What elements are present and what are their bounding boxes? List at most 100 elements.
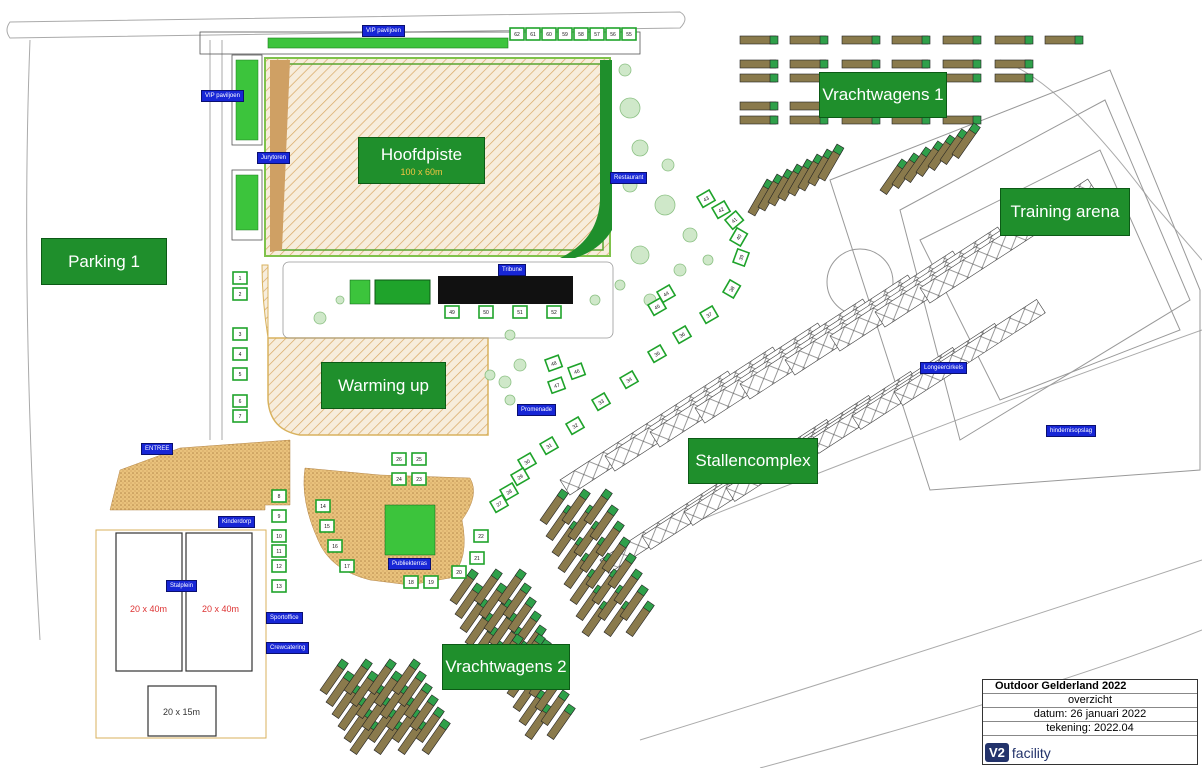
truck: [539, 488, 569, 526]
tree: [313, 311, 327, 325]
tree: [335, 295, 345, 305]
stand-number: 15: [324, 524, 330, 530]
stand-number: 52: [551, 310, 557, 316]
stand-box: 32: [564, 415, 586, 436]
stand-box: 29: [509, 466, 531, 487]
stand-number: 2: [239, 292, 242, 298]
stand-number: 31: [546, 442, 554, 450]
truck: [942, 73, 982, 83]
truck: [994, 73, 1034, 83]
stand-box: 59: [557, 27, 573, 41]
stand-number: 21: [474, 556, 480, 562]
tag-vip-top: VIP paviljoen: [362, 25, 405, 37]
stand-number: 26: [396, 457, 402, 463]
stand-number: 17: [344, 564, 350, 570]
stand-number: 59: [562, 32, 568, 38]
stand-box: 11: [271, 544, 287, 558]
truck: [789, 59, 829, 69]
zone-stallencomplex: Stallencomplex: [688, 438, 818, 484]
truck: [841, 59, 881, 69]
truck: [841, 35, 881, 45]
zone-stallencomplex-label: Stallencomplex: [695, 451, 811, 470]
truck: [473, 568, 503, 606]
truck: [502, 582, 532, 620]
stand-box: 57: [589, 27, 605, 41]
stand-box: 42: [710, 199, 732, 220]
stand-box: 2: [232, 287, 248, 301]
stand-box: 16: [327, 539, 343, 553]
dim-stalplein-a: 20 x 40m: [130, 604, 168, 614]
tag-hindernisopslag: hindernisopslag: [1046, 425, 1097, 437]
stand-box: 61: [525, 27, 541, 41]
tb-subtitle: overzicht: [983, 694, 1197, 708]
stand-box: 38: [721, 278, 742, 300]
zone-vrachtwagens2-label: Vrachtwagens 2: [445, 657, 567, 676]
stand-number: 41: [731, 217, 739, 225]
stand-number: 37: [706, 311, 714, 319]
stand-box: 47: [546, 376, 567, 395]
stand-number: 16: [332, 544, 338, 550]
stand-number: 23: [416, 477, 422, 483]
zone-warmingup-label: Warming up: [337, 375, 429, 395]
stand-box: 52: [546, 305, 562, 319]
truck: [739, 73, 779, 83]
tag-crewcatering: Crewcatering: [266, 642, 310, 654]
stand-number: 33: [598, 398, 606, 406]
stand-box: 36: [671, 324, 693, 345]
truck: [619, 584, 649, 622]
tree: [504, 329, 516, 341]
stand-box: 8: [271, 489, 287, 503]
stand-number: 29: [517, 473, 525, 481]
truck: [397, 670, 427, 708]
tree: [619, 97, 641, 119]
stand-number: 61: [530, 32, 536, 38]
tb-drawing: tekening: 2022.04: [983, 722, 1197, 736]
truck: [449, 568, 479, 606]
stand-number: 51: [517, 310, 523, 316]
stand-number: 56: [610, 32, 616, 38]
stand-number: 60: [546, 32, 552, 38]
truck: [601, 536, 631, 574]
tag-longeercirkels: Longeercirkels: [920, 362, 968, 374]
tag-sportoffice: Sportoffice: [266, 612, 303, 624]
truck: [391, 658, 421, 696]
stand-number: 39: [738, 254, 746, 261]
truck: [891, 35, 931, 45]
truck: [739, 115, 779, 125]
stand-box: 9: [271, 509, 287, 523]
zone-vrachtwagens1-label: Vrachtwagens 1: [822, 85, 944, 104]
tag-publiekterras: Publiekterras: [388, 558, 432, 570]
stand-number: 18: [408, 580, 414, 586]
zone-training-arena: Training arena: [1000, 188, 1130, 236]
stand-number: 25: [416, 457, 422, 463]
stand-number: 62: [514, 32, 520, 38]
stand-box: 43: [695, 188, 717, 209]
truck: [951, 122, 981, 160]
stand-box: 13: [271, 579, 287, 593]
truck: [607, 552, 637, 590]
truck: [540, 689, 570, 727]
tree: [630, 245, 650, 265]
truck: [994, 59, 1034, 69]
v2-facility-logo: V2 facility: [985, 743, 1051, 762]
truck: [343, 658, 373, 696]
stand-number: 9: [278, 514, 281, 520]
stand-box: 51: [512, 305, 528, 319]
zone-parking1-label: Parking 1: [68, 251, 140, 271]
truck: [319, 658, 349, 696]
logo-facility: facility: [1011, 744, 1051, 761]
stand-number: 47: [553, 382, 560, 390]
stand-box: 50: [478, 305, 494, 319]
stand-number: 32: [572, 422, 580, 430]
stand-box: 4: [232, 347, 248, 361]
stand-number: 3: [239, 332, 242, 338]
training-building: [826, 69, 1201, 491]
truck: [942, 59, 982, 69]
logo-v2: V2: [985, 743, 1009, 762]
tree: [654, 194, 676, 216]
stand-number: 28: [506, 488, 514, 496]
stand-number: 11: [276, 549, 281, 555]
tree: [631, 139, 649, 157]
stand-box: 27: [488, 493, 510, 514]
